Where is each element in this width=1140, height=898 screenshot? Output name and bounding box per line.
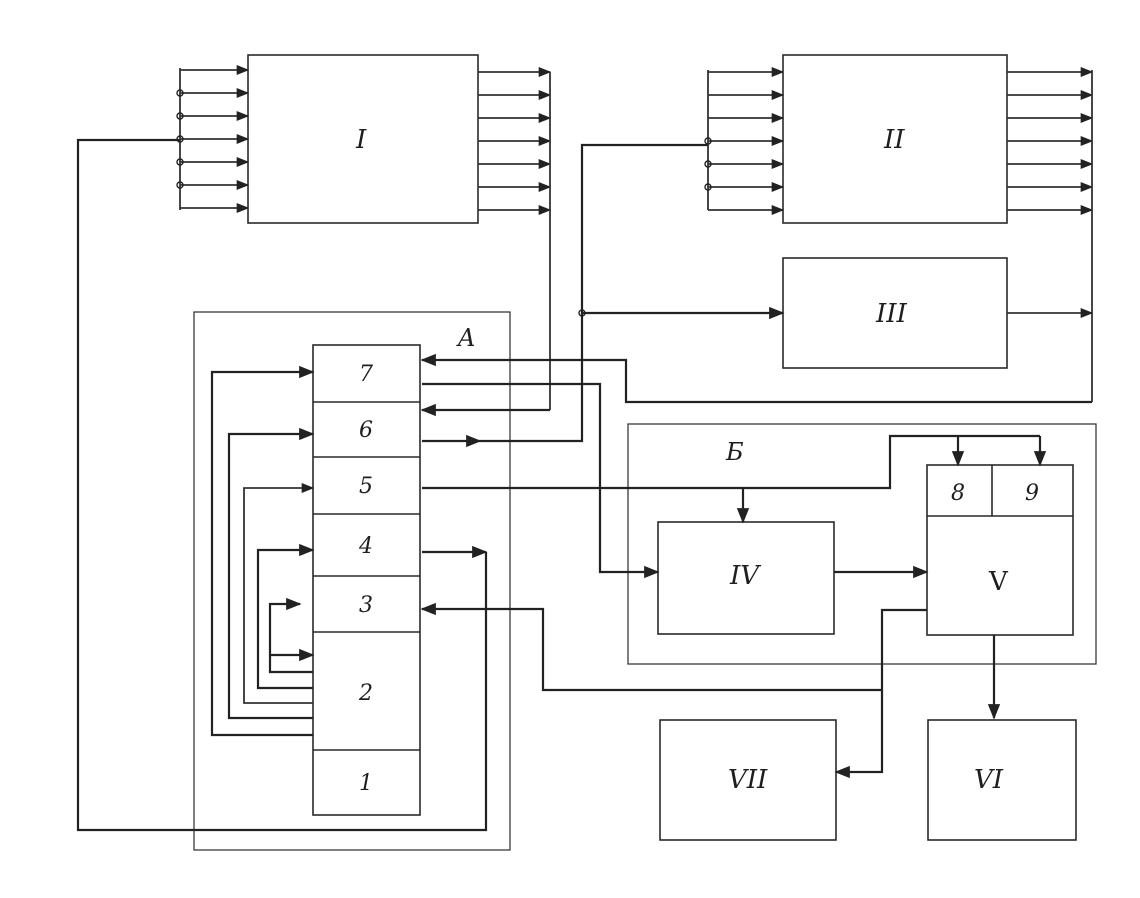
block-v-label: V bbox=[988, 567, 1009, 597]
block-vi bbox=[927, 719, 1077, 841]
sub-cell-8: 8 bbox=[951, 481, 965, 506]
line-v-to-3 bbox=[420, 602, 882, 692]
stack bbox=[312, 344, 421, 816]
block-ii-outputs bbox=[1007, 66, 1094, 402]
frame-b-label: Б bbox=[725, 438, 744, 466]
line-5-to-8-9 bbox=[422, 434, 1047, 490]
block-iii-label: III bbox=[875, 299, 908, 329]
frame-a-label: A bbox=[456, 324, 475, 352]
stack-cell-4: 4 bbox=[358, 534, 373, 559]
frame-a bbox=[193, 311, 511, 851]
block-ii-label: II bbox=[883, 125, 905, 155]
block-ii-inputs bbox=[704, 66, 785, 216]
line-4-to-i bbox=[76, 138, 488, 832]
sub-cell-9: 9 bbox=[1025, 481, 1039, 506]
block-i-inputs bbox=[176, 64, 250, 214]
block-i-label: I bbox=[355, 125, 367, 155]
loops-2-to-cells bbox=[210, 365, 315, 737]
frame-b bbox=[627, 423, 1097, 665]
block-v bbox=[926, 464, 1074, 636]
stack-cell-3: 3 bbox=[359, 593, 373, 618]
return-to-7 bbox=[420, 353, 1092, 404]
block-iv-label: IV bbox=[729, 561, 761, 591]
block-vii bbox=[659, 719, 837, 841]
line-7-to-iv bbox=[422, 382, 660, 579]
block-i-outputs bbox=[420, 66, 552, 417]
stack-cell-5: 5 bbox=[359, 474, 373, 499]
block-vii-label: VII bbox=[728, 765, 768, 795]
block-vi-label: VI bbox=[974, 765, 1004, 795]
bus-6-to-ii-iii bbox=[422, 143, 785, 448]
stack-cell-6: 6 bbox=[359, 418, 373, 443]
stack-cell-2: 2 bbox=[358, 681, 373, 706]
stack-cell-7: 7 bbox=[359, 362, 373, 387]
stack-cell-1: 1 bbox=[359, 771, 373, 796]
